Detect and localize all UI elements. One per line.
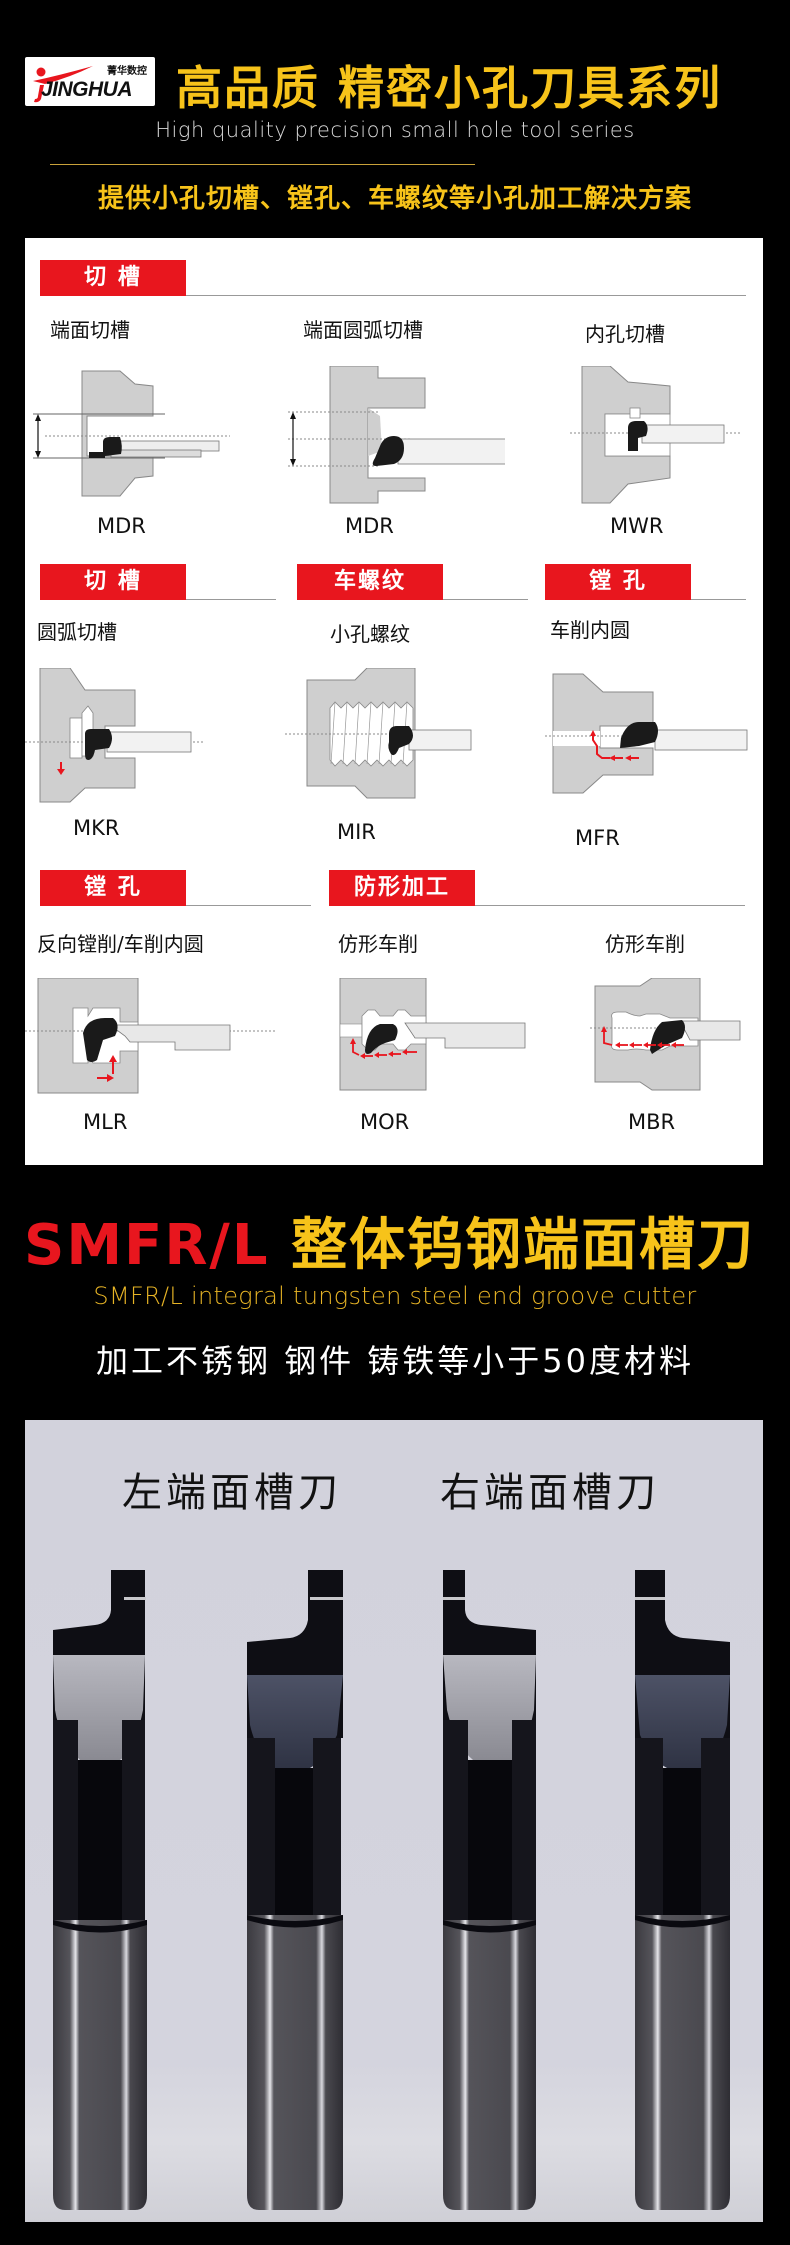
tool-code: MLR bbox=[83, 1110, 128, 1134]
section-tag-grooving: 切 槽 bbox=[40, 564, 186, 600]
page-tagline: 提供小孔切槽、镗孔、车螺纹等小孔加工解决方案 bbox=[97, 184, 692, 214]
threading-diagram bbox=[285, 668, 472, 799]
product-name: 整体钨钢端面槽刀 bbox=[291, 1213, 756, 1278]
profile-turning-diagram bbox=[590, 978, 741, 1091]
section-divider bbox=[443, 599, 528, 600]
tool-code: MKR bbox=[73, 816, 120, 840]
tool-code: MOR bbox=[360, 1110, 410, 1134]
logo-chinese-name: 菁华数控 bbox=[107, 66, 147, 77]
section-tag-threading: 车螺纹 bbox=[297, 564, 443, 600]
logo-swoosh-icon bbox=[33, 66, 93, 103]
logo-english-name: JINGHUA bbox=[41, 78, 133, 101]
tool-code: MWR bbox=[610, 514, 664, 538]
cutter-tools-illustration bbox=[53, 1570, 730, 2210]
section-divider bbox=[691, 599, 746, 600]
process-diagram-panel: 切 槽 端面切槽 MDR 端面圆弧切槽 MDR 内孔切槽 bbox=[25, 238, 763, 1165]
tool-code: MIR bbox=[337, 820, 376, 844]
tool-code: MDR bbox=[345, 514, 394, 538]
title-divider-line bbox=[50, 164, 475, 165]
cutter-4 bbox=[635, 1570, 730, 2210]
left-cutter-label: 左端面槽刀 bbox=[122, 1470, 342, 1516]
section-tag-grooving: 切 槽 bbox=[40, 260, 186, 296]
section-tag-boring: 镗 孔 bbox=[40, 870, 186, 906]
diagram-caption: 端面圆弧切槽 bbox=[303, 318, 423, 342]
brand-logo: 菁华数控 JINGHUA bbox=[25, 57, 155, 106]
product-subtitle: SMFR/L integral tungsten steel end groov… bbox=[93, 1282, 697, 1310]
diagram-caption: 小孔螺纹 bbox=[330, 622, 410, 646]
diagram-caption: 内孔切槽 bbox=[585, 322, 665, 346]
section-divider bbox=[186, 905, 311, 906]
diagram-caption: 端面切槽 bbox=[50, 318, 130, 342]
diagram-caption: 圆弧切槽 bbox=[37, 620, 117, 644]
face-arc-grooving-diagram bbox=[288, 366, 505, 504]
cutter-1 bbox=[53, 1570, 147, 2210]
section-divider bbox=[475, 905, 745, 906]
diagram-caption: 仿形车削 bbox=[338, 932, 418, 956]
cutter-3 bbox=[443, 1570, 536, 2210]
diagram-caption: 仿形车削 bbox=[605, 932, 685, 956]
diagram-caption: 车削内圆 bbox=[550, 618, 630, 642]
section-tag-profiling: 防形加工 bbox=[329, 870, 475, 906]
diagram-caption: 反向镗削/车削内圆 bbox=[37, 932, 204, 956]
product-title: SMFR/L 整体钨钢端面槽刀 bbox=[24, 1200, 755, 1281]
product-model: SMFR/L bbox=[24, 1213, 270, 1278]
right-cutter-label: 右端面槽刀 bbox=[440, 1470, 660, 1516]
back-boring-diagram bbox=[25, 978, 275, 1094]
tool-code: MDR bbox=[97, 514, 146, 538]
arc-grooving-diagram bbox=[25, 668, 203, 803]
internal-turning-diagram bbox=[545, 673, 748, 794]
tool-code: MBR bbox=[628, 1110, 676, 1134]
face-grooving-diagram bbox=[33, 370, 230, 497]
internal-grooving-diagram bbox=[570, 366, 740, 504]
product-description: 加工不锈钢 钢件 铸铁等小于50度材料 bbox=[95, 1342, 695, 1380]
page-title: 高品质 精密小孔刀具系列 bbox=[176, 61, 723, 115]
section-divider bbox=[186, 295, 746, 296]
product-photo: 左端面槽刀 右端面槽刀 bbox=[25, 1420, 763, 2222]
tool-code: MFR bbox=[575, 826, 620, 850]
section-tag-boring: 镗 孔 bbox=[545, 564, 691, 600]
section-divider bbox=[186, 599, 276, 600]
cutter-2 bbox=[247, 1570, 343, 2210]
profile-turning-diagram bbox=[339, 978, 526, 1091]
page-subtitle: High quality precision small hole tool s… bbox=[155, 118, 635, 142]
